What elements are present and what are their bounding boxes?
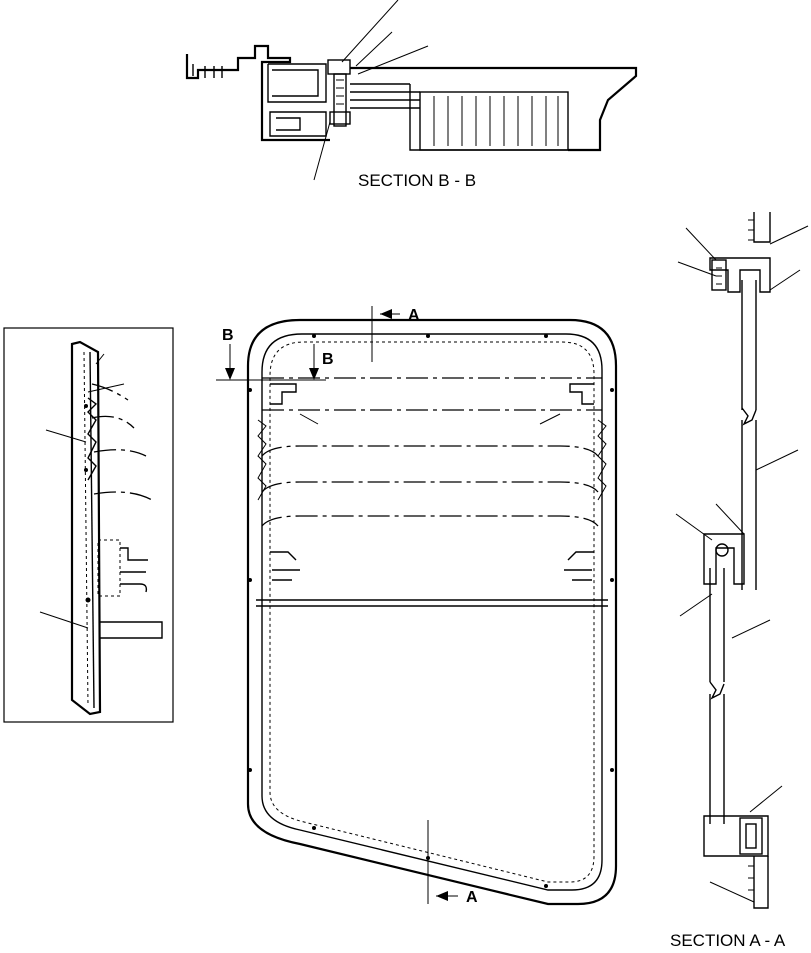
section-b-b-detail: SECTION B - B — [185, 0, 638, 190]
section-a-a-detail: SECTION A - A — [670, 212, 809, 950]
section-a-cut-line: A A — [371, 306, 478, 906]
marker-b-right: B — [322, 351, 334, 368]
marker-b-left: B — [222, 327, 234, 344]
window-frame-front-view — [246, 318, 618, 906]
section-a-a-label: SECTION A - A — [670, 931, 786, 948]
marker-a-bottom: A — [466, 889, 478, 906]
side-view-inset — [3, 327, 174, 723]
marker-a-top: A — [408, 307, 420, 324]
section-b-cut-line: B B — [216, 327, 334, 381]
section-b-b-label: SECTION B - B — [358, 171, 476, 190]
